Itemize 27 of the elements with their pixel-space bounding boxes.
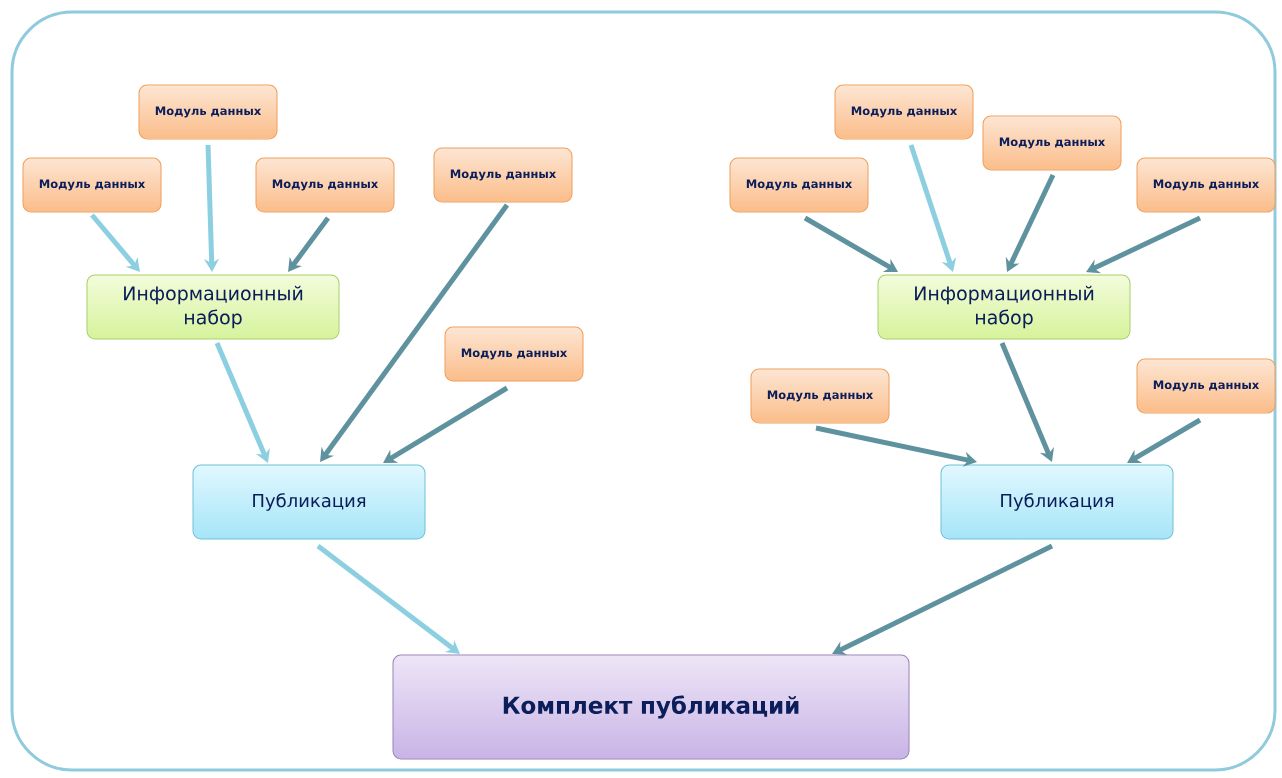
module-box: Модуль данных — [1136, 157, 1276, 213]
module-box: Модуль данных — [433, 147, 573, 203]
info-set-box: Информационный набор — [877, 274, 1131, 340]
info-set-box: Информационный набор — [86, 274, 340, 340]
module-box: Модуль данных — [444, 326, 584, 382]
module-box: Модуль данных — [1136, 358, 1276, 414]
arrow — [1127, 417, 1202, 463]
module-box: Модуль данных — [22, 157, 162, 213]
publication-box: Публикация — [192, 464, 426, 540]
arrow — [383, 385, 509, 463]
module-box: Модуль данных — [834, 84, 974, 140]
arrow — [316, 544, 460, 654]
arrow — [90, 213, 140, 272]
module-box: Модуль данных — [255, 157, 395, 213]
arrow — [1086, 215, 1202, 274]
module-box: Модуль данных — [750, 368, 890, 424]
publication-set-box: Комплект публикаций — [392, 654, 910, 760]
publication-box: Публикация — [940, 464, 1174, 540]
module-box: Модуль данных — [729, 157, 869, 213]
arrow — [803, 215, 898, 272]
arrow — [214, 342, 270, 463]
arrow — [288, 216, 331, 272]
module-box: Модуль данных — [138, 84, 278, 140]
arrow — [999, 342, 1054, 462]
arrow — [320, 203, 510, 462]
module-box: Модуль данных — [982, 115, 1122, 171]
arrow — [832, 543, 1054, 656]
